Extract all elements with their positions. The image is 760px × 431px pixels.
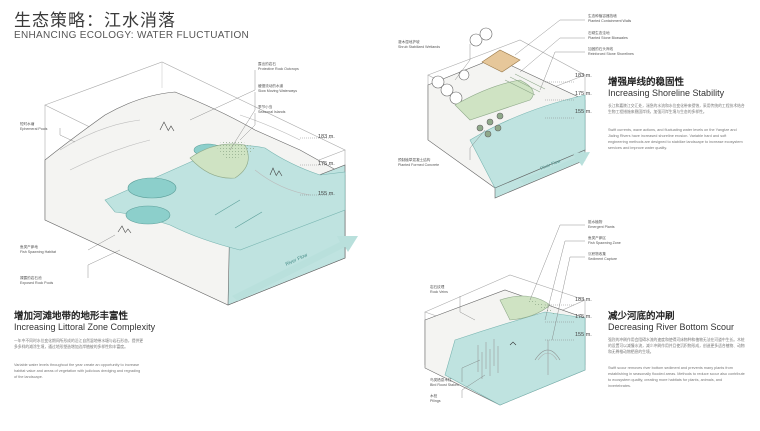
top-right-shoreline-block [427,27,586,199]
label-containment-walls: 生态种植容器挡墙 Planted Containment Walls [588,14,632,23]
left-paragraph-en: Variable water levels throughout the yea… [14,363,141,379]
left-terrain-block [44,61,346,306]
elevation-left-mid: 175 m. [318,161,335,167]
elevation-br-low: 155 m. [575,332,592,338]
elevation-left-high: 183 m. [318,134,335,140]
label-stone-shorelines: 加固的石头岸线 Reinforced Stone Shorelines [588,47,634,56]
label-shrub-wetlands: 灌木湿地护坡 Shrub Stabilized Wetlands [398,40,441,49]
left-leader-lines [59,70,256,278]
tr-heading-zh: 增强岸线的稳固性 [608,77,685,88]
br-paragraph-zh: 强烈的冲刷作用会阻碍水流的速度和使得河床物种和植物无法在河道中生长。木桩的设置可… [608,338,745,354]
page-subtitle: ENHANCING ECOLOGY: WATER FLUCTUATION [14,30,250,41]
br-heading-en: Decreasing River Bottom Scour [608,322,735,332]
label-formed-concrete: 预制植草混凝土结构 Planted Formed Concrete [398,158,440,167]
left-heading-en: Increasing Littoral Zone Complexity [14,322,156,332]
elevation-tr-low: 155 m. [575,109,592,115]
elevation-br-mid: 175 m. [575,314,592,320]
elevation-tr-mid: 175 m. [575,91,592,97]
br-heading-zh: 减少河底的冲刷 [608,311,675,322]
label-rock-outcrops: 露出的岩石 Protective Rock Outcrops [258,62,299,71]
label-stone-bioswales: 石砌生态洼地 Planted Stone Bioswales [588,31,628,40]
left-paragraph-zh: 一年中不同时水位变化期间所形成的沿江自然湿地带水塘与岩石形态，提供更多多样的滩涂… [14,339,144,349]
label-waterways: 缓慢流动的水道 Slow Moving Waterways [258,84,298,93]
label-bird-roost: 鸟类栖息木柱 Bird Roost Stakes [430,378,459,387]
bottom-right-scour-block [424,274,586,406]
label-seasonal-islands: 季节小岛 Seasonal Islands [258,105,286,114]
tr-paragraph-zh: 长江和嘉陵江交汇处，湍急的水流和水位变化带来侵蚀，采用传统的工程技术结合生物工程… [608,104,745,114]
label-fish-spawning: 鱼类产卵地 Fish Spawning Habitat [20,245,56,254]
top-right-flow-arrow [520,152,590,184]
top-right-leader-lines [454,19,585,160]
label-emergent-plants: 挺水植物 Emergent Plants [588,220,615,229]
label-pilings: 木桩 Pilings [430,394,441,403]
br-paragraph-en: Swift scour removes river bottom sedimen… [608,366,745,388]
page-title: 生态策略：江水消落 [14,11,176,30]
elevation-left-low: 155 m. [318,191,335,197]
label-rock-veins: 岩石纹理 Rock Veins [430,285,448,294]
elevation-tr-high: 183 m. [575,73,592,79]
label-sediment-capture: 沉积物收集 Sediment Capture [588,252,617,261]
label-fish-zone: 鱼类产卵区 Fish Spawning Zone [588,236,621,245]
tr-heading-en: Increasing Shoreline Stability [608,88,725,98]
left-flow-arrow [232,236,358,301]
tr-paragraph-en: Swift currents, wave actions, and fluctu… [608,128,743,150]
left-heading-zh: 增加河滩地带的地形丰富性 [14,311,129,322]
elevation-br-high: 183 m. [575,297,592,303]
label-ephemeral-pools: 短时水塘 Ephemeral Pools [20,122,48,131]
label-rock-pools: 裸露的岩石池 Exposed Rock Pools [20,276,54,285]
bottom-right-leader-lines [459,224,585,398]
